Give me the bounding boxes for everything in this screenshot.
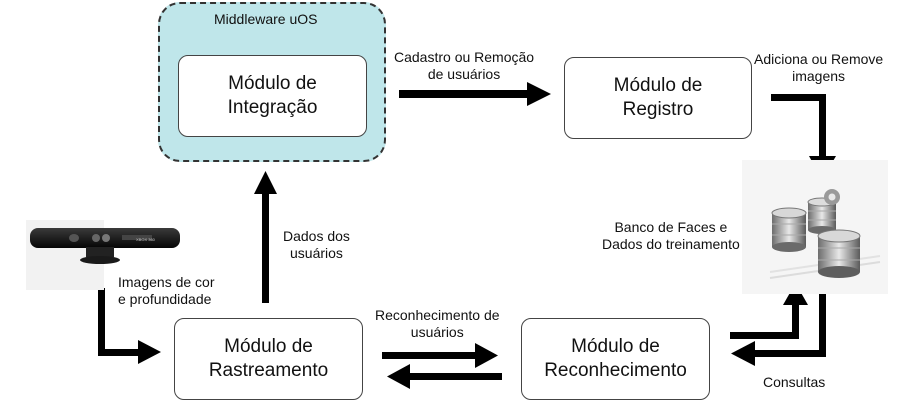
imagens-label-line1: Imagens de cor [118, 274, 215, 290]
modulo-reconhecimento-line1: Módulo de [571, 336, 660, 357]
modulo-rastreamento-line1: Módulo de [224, 336, 313, 357]
modulo-registro-line1: Módulo de [613, 75, 703, 96]
modulo-registro-line2: Registro [622, 99, 694, 120]
kinect-brand-text: XBOX 360 [136, 237, 156, 242]
arrow-integracao-registro [399, 82, 551, 106]
modulo-reconhecimento-line2: Reconhecimento [544, 360, 687, 381]
arrow-rastreamento-integracao [254, 171, 277, 303]
arrow-rastreamento-reconhecimento [382, 343, 498, 368]
cadastro-label: Cadastro ou Remoção de usuários [394, 49, 534, 83]
reconhecimento-label: Reconhecimento de usuários [375, 307, 500, 341]
modulo-integracao-line2: Integração [227, 97, 318, 118]
database-cylinder-left [771, 207, 807, 252]
database-icon [742, 160, 888, 294]
modulo-integracao-line1: Módulo de [228, 73, 317, 94]
modulo-integracao-box: Módulo de Integração [178, 55, 367, 137]
arrow-banco-reconhecimento [731, 291, 826, 366]
modulo-reconhecimento-box: Módulo de Reconhecimento [521, 318, 710, 400]
adiciona-label-line1: Adiciona ou Remove [754, 51, 884, 67]
arrow-reconhecimento-rastreamento [387, 364, 502, 389]
modulo-registro-box: Módulo de Registro [564, 57, 752, 139]
modulo-rastreamento-line2: Rastreamento [208, 360, 329, 381]
consultas-label: Consultas [763, 374, 826, 390]
banco-label-line2: Dados do treinamento [602, 236, 740, 252]
imagens-label: Imagens de cor e profundidade [118, 274, 215, 308]
reconhecimento-label-line1: Reconhecimento de [375, 307, 500, 323]
kinect-sensor-image [26, 220, 180, 290]
middleware-title: Middleware uOS [214, 11, 318, 27]
banco-label-line1: Banco de Faces e [614, 219, 728, 235]
adiciona-label-line2: imagens [792, 68, 846, 84]
cadastro-label-line1: Cadastro ou Remoção [394, 49, 535, 65]
dados-label-line2: usuários [290, 245, 343, 261]
dados-label-line1: Dados dos [283, 228, 350, 244]
arrow-sensor-rastreamento [98, 288, 161, 364]
cadastro-label-line2: de usuários [427, 66, 501, 82]
dados-label: Dados dos usuários [283, 228, 350, 262]
reconhecimento-label-line2: usuários [410, 324, 464, 340]
database-cylinder-right [817, 229, 861, 278]
adiciona-label: Adiciona ou Remove imagens [754, 51, 883, 85]
imagens-label-line2: e profundidade [118, 291, 212, 307]
modulo-rastreamento-box: Módulo de Rastreamento [174, 318, 363, 400]
database-gear-icon [824, 189, 840, 205]
banco-label: Banco de Faces e Dados do treinamento [602, 219, 740, 253]
